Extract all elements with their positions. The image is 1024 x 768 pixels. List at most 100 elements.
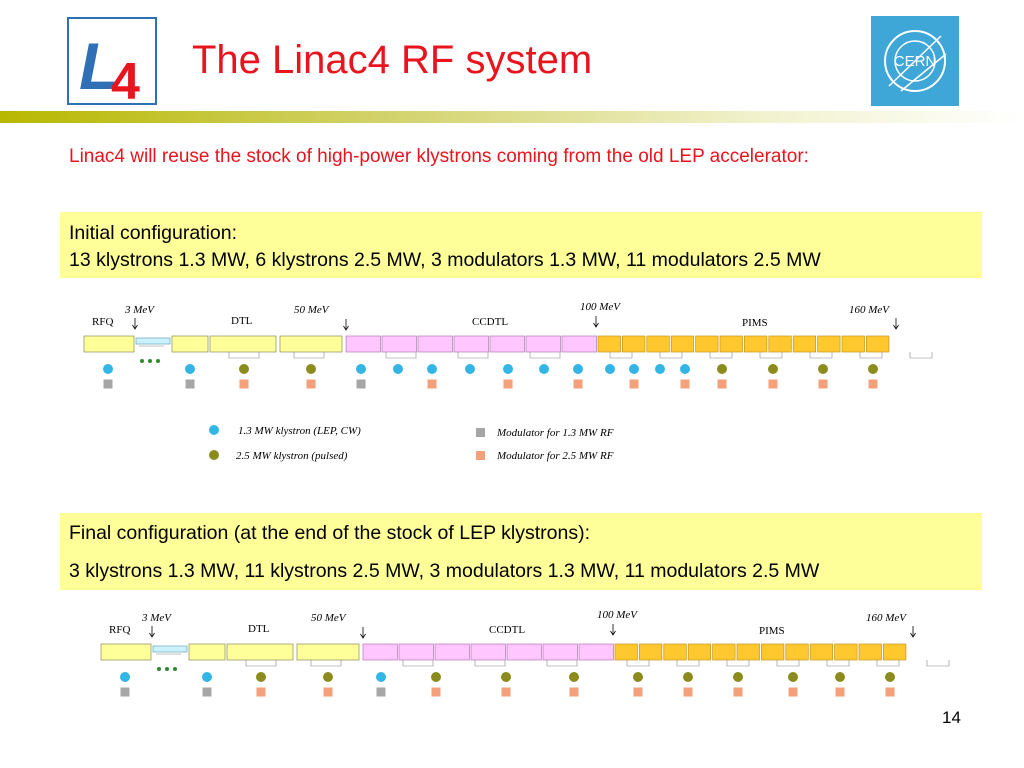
klystron-25mw (323, 672, 333, 682)
legend-modulator-25-label: Modulator for 2.5 MW RF (496, 450, 614, 462)
pims-bracket (709, 352, 733, 359)
pims-cell (687, 643, 712, 661)
pims-bracket (609, 352, 633, 359)
pims-cell (712, 643, 736, 661)
klystron-25mw (788, 672, 798, 682)
pims-cell (639, 643, 663, 661)
dtl-label: DTL (231, 315, 253, 327)
modulator-25mw (788, 687, 798, 697)
klystron-13mw (655, 364, 665, 374)
chopper-dot (156, 359, 160, 363)
legend-modulator-25-icon (476, 451, 485, 460)
energy-3mev-label: 3 MeV (141, 612, 172, 624)
klystron-25mw (569, 672, 579, 682)
dtl-tank (296, 643, 360, 661)
rfq-tank (83, 335, 135, 353)
arrow-50mev-head (360, 633, 366, 639)
intro-text: Linac4 will reuse the stock of high-powe… (69, 146, 809, 167)
klystron-13mw (427, 364, 437, 374)
modulator-25mw (256, 687, 266, 697)
chopper-dot (157, 667, 161, 671)
pims-bracket (826, 660, 850, 667)
klystron-25mw (501, 672, 511, 682)
rfq-label: RFQ (92, 316, 113, 328)
modulator-25mw (323, 687, 333, 697)
header-divider (0, 111, 1024, 123)
modulator-25mw (503, 379, 513, 389)
chopper-line (152, 645, 188, 653)
klystron-13mw (185, 364, 195, 374)
pims-cell (785, 643, 809, 661)
arrow-3mev-head (132, 324, 138, 330)
pims-label: PIMS (759, 625, 785, 637)
pims-cell (768, 335, 792, 353)
modulator-25mw (818, 379, 828, 389)
dtl-label: DTL (248, 623, 270, 635)
klystron-25mw (256, 672, 266, 682)
pims-cell (792, 335, 817, 353)
klystron-13mw (503, 364, 513, 374)
energy-100mev-label: 100 MeV (580, 301, 621, 313)
pims-bracket (759, 352, 783, 359)
klystron-13mw (465, 364, 475, 374)
modulator-25mw (629, 379, 639, 389)
arrow-3mev-head (149, 632, 155, 638)
ccdtl-tank (417, 335, 453, 353)
ccdtl-bracket (474, 660, 506, 667)
ccdtl-tank (489, 335, 525, 353)
klystron-13mw (356, 364, 366, 374)
pims-cell (809, 643, 834, 661)
chopper-line (135, 337, 171, 345)
svg-text:CERN: CERN (894, 53, 937, 70)
klystron-25mw (633, 672, 643, 682)
svg-text:L: L (79, 29, 119, 103)
energy-160mev-label: 160 MeV (849, 304, 890, 316)
pims-cell (841, 335, 865, 353)
ccdtl-tank (381, 335, 417, 353)
pims-bracket (909, 352, 933, 359)
pims-cell (670, 335, 695, 353)
pims-bracket (926, 660, 950, 667)
klystron-25mw (885, 672, 895, 682)
modulator-25mw (431, 687, 441, 697)
modulator-25mw (680, 379, 690, 389)
energy-50mev-label: 50 MeV (294, 304, 330, 316)
cern-logo: CERN (871, 16, 959, 106)
energy-50mev-label: 50 MeV (311, 612, 347, 624)
klystron-13mw (539, 364, 549, 374)
pims-bracket (676, 660, 700, 667)
energy-160mev-label: 160 MeV (866, 612, 907, 624)
final-config-detail: 3 klystrons 1.3 MW, 11 klystrons 2.5 MW,… (69, 560, 820, 582)
dtl-tank (209, 335, 277, 353)
klystron-25mw (431, 672, 441, 682)
pims-cell (719, 335, 743, 353)
modulator-25mw (683, 687, 693, 697)
dtl-tank (279, 335, 343, 353)
initial-config-box: Initial configuration: 13 klystrons 1.3 … (60, 212, 982, 278)
dtl-tank (226, 643, 294, 661)
dtl-tank (171, 335, 209, 353)
klystron-25mw (768, 364, 778, 374)
pims-cell (646, 335, 670, 353)
legend-klystron-13-label: 1.3 MW klystron (LEP, CW) (238, 425, 361, 437)
klystron-13mw (202, 672, 212, 682)
arrow-160mev-head (893, 324, 899, 330)
ccdtl-tank (506, 643, 542, 661)
initial-config-detail: 13 klystrons 1.3 MW, 6 klystrons 2.5 MW,… (69, 249, 821, 271)
ccdtl-bracket (385, 352, 417, 359)
ccdtl-label: CCDTL (489, 624, 525, 636)
klystron-25mw (683, 672, 693, 682)
klystron-25mw (733, 672, 743, 682)
modulator-25mw (733, 687, 743, 697)
klystron-25mw (239, 364, 249, 374)
modulator-25mw (768, 379, 778, 389)
klystron-13mw (680, 364, 690, 374)
modulator-25mw (306, 379, 316, 389)
klystron-13mw (605, 364, 615, 374)
pims-bracket (876, 660, 900, 667)
modulator-25mw (569, 687, 579, 697)
ccdtl-bracket (457, 352, 489, 359)
page-number: 14 (942, 708, 961, 727)
ccdtl-tank (434, 643, 470, 661)
